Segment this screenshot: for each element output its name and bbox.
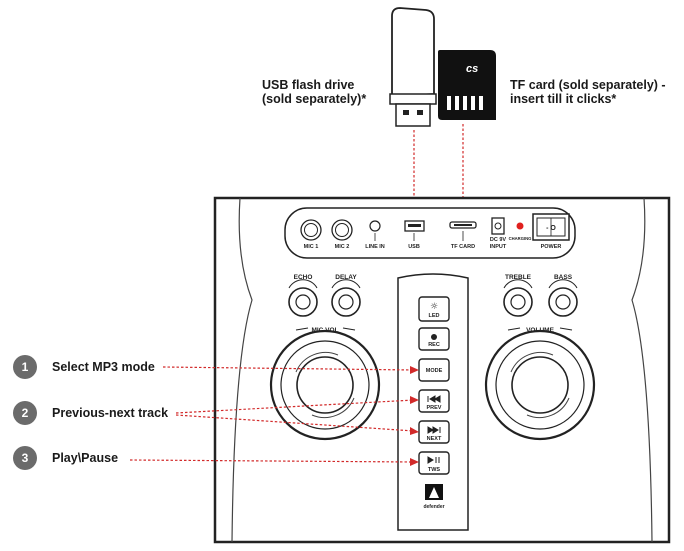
power-switch[interactable] — [532, 213, 570, 241]
tf-card-illustration: cs — [438, 50, 496, 120]
delay-knob[interactable] — [331, 279, 361, 317]
led-label: LED — [429, 313, 440, 319]
step-3-leader — [129, 459, 415, 463]
play-pause-icon — [427, 456, 440, 464]
tf-card-slot[interactable] — [449, 221, 477, 241]
step-2-number: 2 — [22, 406, 29, 420]
dc-input-jack[interactable] — [491, 217, 505, 235]
mode-label: MODE — [426, 368, 443, 374]
step-1-callout: 1 Select MP3 mode — [13, 355, 155, 379]
mode-button[interactable]: MODE — [418, 358, 450, 382]
tf-caption-line1: TF card (sold separately) - — [510, 78, 666, 92]
power-label: POWER — [541, 244, 562, 250]
panel-left-contour — [231, 197, 253, 543]
step-2-callout: 2 Previous-next track — [13, 401, 168, 425]
step-3-number: 3 — [22, 451, 29, 465]
next-track-icon — [427, 426, 441, 434]
step-3-label: Play\Pause — [52, 451, 118, 465]
delay-label: DELAY — [335, 274, 357, 281]
logo-text: defender — [423, 504, 444, 510]
dc-input-label-line2: INPUT — [490, 244, 507, 250]
step-2-circle — [13, 401, 37, 425]
mic2-jack[interactable] — [331, 219, 353, 241]
line-in-label: LINE IN — [365, 244, 385, 250]
panel-right-contour — [631, 197, 653, 543]
echo-knob[interactable] — [288, 279, 318, 317]
prev-label: PREV — [427, 405, 442, 411]
usb-label: USB — [408, 244, 420, 250]
line-in-jack[interactable] — [369, 220, 381, 241]
usb-caption-line2: (sold separately)* — [262, 92, 366, 106]
bass-knob[interactable] — [548, 279, 578, 317]
prev-button[interactable]: PREV — [418, 389, 450, 413]
step-2-label: Previous-next track — [52, 406, 168, 420]
usb-caption-line1: USB flash drive — [262, 78, 354, 92]
led-button[interactable]: ☼ LED — [418, 296, 450, 322]
mic2-label: MIC 2 — [335, 244, 350, 250]
bass-label: BASS — [554, 274, 573, 281]
step-2-leader-prev — [175, 399, 415, 414]
previous-track-icon — [427, 395, 441, 403]
mic-vol-knob[interactable] — [269, 329, 381, 441]
sun-icon: ☼ — [430, 302, 438, 312]
port-strip — [284, 207, 576, 259]
next-label: NEXT — [427, 436, 442, 442]
next-button[interactable]: NEXT — [418, 420, 450, 444]
step-1-number: 1 — [22, 360, 29, 374]
usb-flash-drive-illustration — [389, 7, 437, 127]
treble-knob[interactable] — [503, 279, 533, 317]
step-1-leader — [162, 366, 415, 371]
charging-label: CHARGING — [509, 236, 532, 241]
echo-label: ECHO — [294, 274, 313, 281]
tws-button[interactable]: TWS — [418, 451, 450, 475]
charging-led-icon — [516, 222, 524, 230]
step-1-label: Select MP3 mode — [52, 360, 155, 374]
tf-card-logo-text: cs — [466, 63, 478, 75]
step-3-circle — [13, 446, 37, 470]
rec-label: REC — [428, 342, 440, 348]
step-1-circle — [13, 355, 37, 379]
treble-label: TREBLE — [505, 274, 532, 281]
step-3-callout: 3 Play\Pause — [13, 446, 118, 470]
usb-port[interactable] — [404, 220, 425, 241]
tws-label: TWS — [428, 467, 441, 473]
record-icon — [431, 334, 437, 340]
defender-logo: defender — [423, 484, 445, 510]
tf-card-label: TF CARD — [451, 244, 475, 250]
volume-knob[interactable] — [484, 329, 596, 441]
dc-input-label-line1: DC 9V — [490, 237, 507, 243]
rec-button[interactable]: REC — [418, 327, 450, 351]
step-2-leader-next — [175, 414, 415, 432]
mic1-jack[interactable] — [300, 219, 322, 241]
power-switch-symbols: - O — [546, 225, 556, 232]
mic1-label: MIC 1 — [304, 244, 319, 250]
tf-caption-line2: insert till it clicks* — [510, 92, 616, 106]
